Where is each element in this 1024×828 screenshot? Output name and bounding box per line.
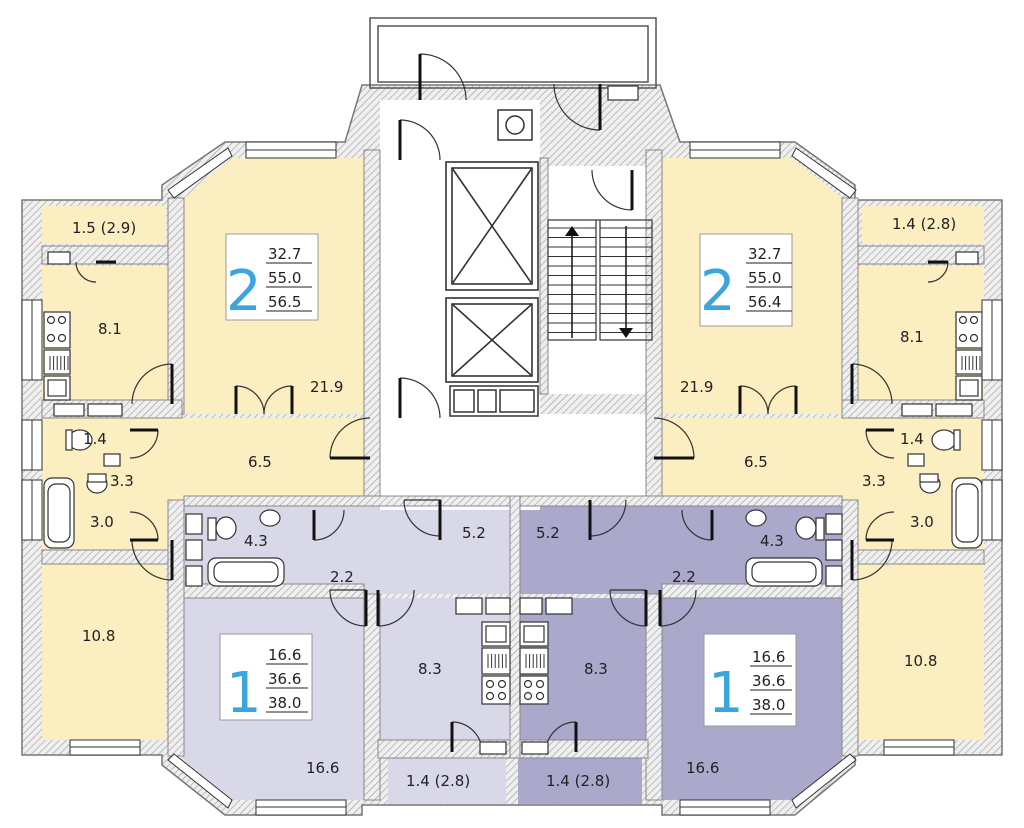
- badge-total-with-balcony: 38.0: [752, 696, 785, 714]
- area-label: 21.9: [310, 378, 343, 396]
- right-balcony: [862, 206, 984, 244]
- area-label: 1.4 (2.8): [546, 772, 610, 790]
- badge-rooms: 2: [700, 259, 736, 324]
- area-label: 2.2: [330, 568, 354, 586]
- left-balcony: [42, 206, 166, 244]
- badge-living-area: 16.6: [752, 648, 785, 666]
- area-label: 10.8: [904, 652, 937, 670]
- area-label: 3.3: [110, 472, 134, 490]
- right-one-room-balcony: [518, 758, 642, 804]
- right-bedroom: [858, 564, 984, 740]
- stair-arrow-down-icon: [619, 226, 633, 338]
- fixtures: [43, 85, 983, 755]
- badge-total-area: 36.6: [268, 670, 301, 688]
- area-label: 8.3: [418, 660, 442, 678]
- area-label: 3.0: [90, 513, 114, 531]
- elevator-shaft-small: [445, 297, 539, 383]
- refuse-chute: [497, 109, 533, 141]
- partitions: [41, 149, 985, 801]
- utility-lockers: [449, 385, 539, 417]
- area-label: 6.5: [744, 453, 768, 471]
- area-label: 6.5: [248, 453, 272, 471]
- landing: [372, 414, 660, 496]
- badge-right-two-room: 2 32.7 55.0 56.4: [699, 233, 793, 327]
- area-label: 1.5 (2.9): [72, 219, 136, 237]
- badge-total-with-balcony: 56.5: [268, 293, 301, 311]
- left-one-room-balcony: [388, 758, 506, 804]
- badge-living-area: 32.7: [268, 245, 301, 263]
- area-label: 4.3: [760, 532, 784, 550]
- badge-living-area: 16.6: [268, 646, 301, 664]
- badge-total-area: 36.6: [752, 672, 785, 690]
- badge-rooms: 2: [226, 259, 262, 324]
- badge-total-with-balcony: 38.0: [268, 694, 301, 712]
- stair-arrow-up-icon: [565, 226, 579, 338]
- door-leaves: [96, 54, 948, 752]
- area-label: 5.2: [462, 524, 486, 542]
- badge-left-one-room: 1 16.6 36.6 38.0: [219, 633, 313, 726]
- area-label: 1.4 (2.8): [892, 215, 956, 233]
- area-label: 5.2: [536, 524, 560, 542]
- area-label: 8.1: [98, 320, 122, 338]
- badge-right-one-room: 1 16.6 36.6 38.0: [703, 633, 797, 727]
- stairs: [547, 219, 653, 341]
- badge-rooms: 1: [708, 661, 744, 726]
- badge-total-with-balcony: 56.4: [748, 293, 781, 311]
- windows: [21, 141, 1003, 816]
- area-label: 21.9: [680, 378, 713, 396]
- left-bedroom: [42, 564, 166, 740]
- vestibule-outline: [369, 17, 657, 89]
- badge-rooms: 1: [226, 661, 262, 726]
- area-label: 10.8: [82, 627, 115, 645]
- area-label: 16.6: [686, 759, 719, 777]
- area-label: 1.4: [900, 430, 924, 448]
- kitchen-grilles: [49, 356, 981, 668]
- area-label: 3.3: [862, 472, 886, 490]
- area-labels: 1.5 (2.9) 8.1 21.9 6.5 1.4 3.3 3.0 10.8 …: [72, 215, 956, 790]
- area-label: 3.0: [910, 513, 934, 531]
- area-label: 8.3: [584, 660, 608, 678]
- area-label: 1.4: [83, 430, 107, 448]
- elevator-shaft-large: [445, 161, 539, 291]
- area-label: 8.1: [900, 328, 924, 346]
- badge-total-area: 55.0: [748, 269, 781, 287]
- area-label: 16.6: [306, 759, 339, 777]
- area-label: 2.2: [672, 568, 696, 586]
- badge-total-area: 55.0: [268, 269, 301, 287]
- area-label: 4.3: [244, 532, 268, 550]
- badge-living-area: 32.7: [748, 245, 781, 263]
- area-label: 1.4 (2.8): [406, 772, 470, 790]
- badge-left-two-room: 2 32.7 55.0 56.5: [225, 233, 319, 324]
